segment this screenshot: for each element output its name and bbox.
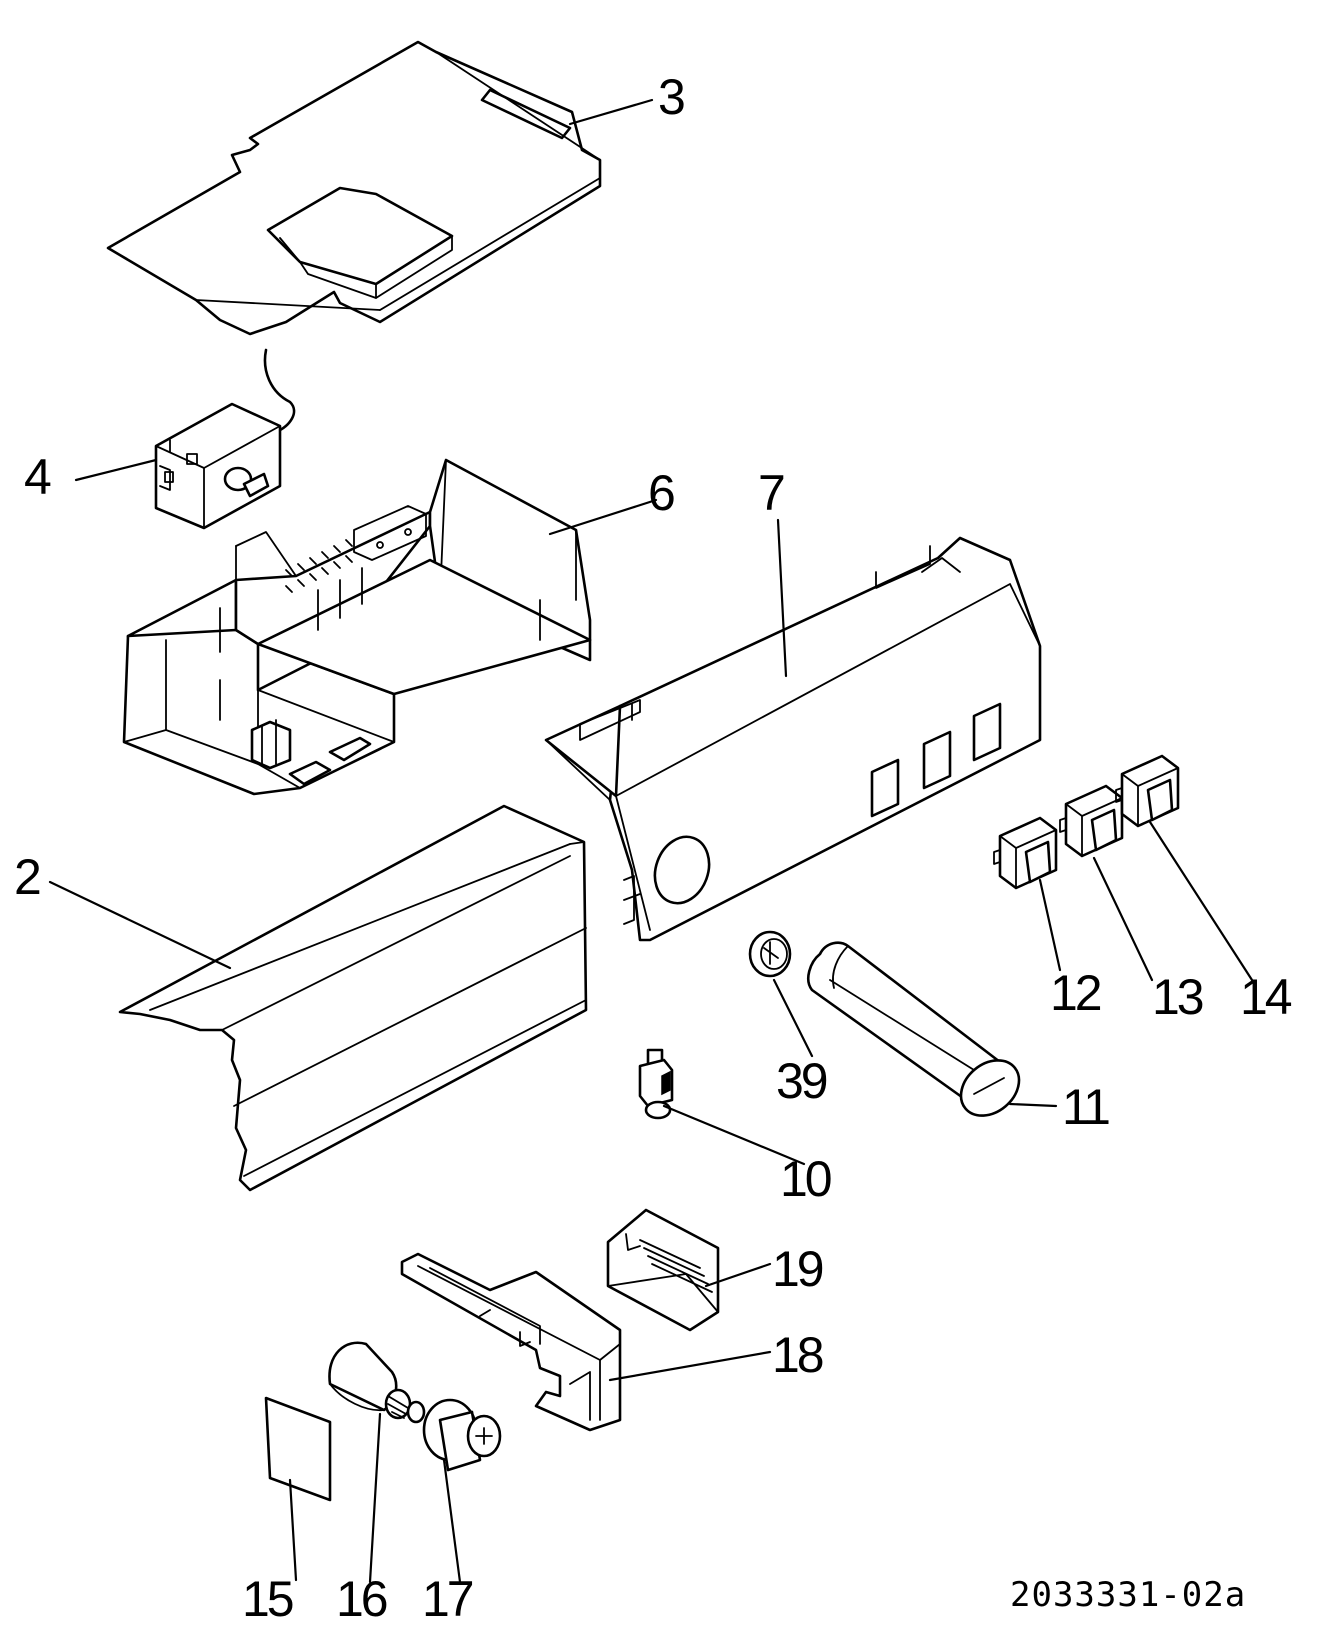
part-7-control-panel	[544, 536, 1042, 942]
part-14-switch	[1115, 754, 1180, 828]
part-13-switch	[1059, 784, 1124, 858]
callout-numbers: 3 4 6 7 2 12 13 14 39 11 10 19 18 15 16 …	[14, 69, 1295, 1627]
drawing-code: 2033331-02a	[1010, 1575, 1246, 1615]
callout-4: 4	[24, 449, 51, 505]
part-39-insert	[748, 930, 792, 978]
callout-6: 6	[648, 465, 674, 521]
leader-lines	[48, 98, 1254, 1584]
part-6-component-tray	[122, 458, 592, 796]
callout-18: 18	[772, 1327, 823, 1383]
callout-2: 2	[14, 849, 40, 905]
callout-7: 7	[758, 465, 784, 521]
callout-16: 16	[336, 1571, 387, 1627]
part-16-lamp-bulb	[328, 1341, 426, 1424]
callout-19: 19	[772, 1241, 823, 1297]
part-15-lamp-cover	[264, 1396, 332, 1502]
callout-10: 10	[780, 1151, 831, 1207]
callout-12: 12	[1050, 965, 1101, 1021]
part-12-switch	[993, 816, 1058, 890]
callout-15: 15	[242, 1571, 293, 1627]
part-17-lamp-socket	[422, 1398, 502, 1472]
callout-14: 14	[1240, 969, 1292, 1025]
callout-13: 13	[1152, 969, 1203, 1025]
callout-3: 3	[658, 69, 684, 125]
part-4-thermostat	[154, 348, 296, 530]
part-11-control-shaft	[807, 941, 1021, 1117]
part-18-lamp-bracket	[400, 1252, 622, 1432]
part-10-door-switch	[638, 1048, 674, 1120]
callout-39: 39	[776, 1053, 827, 1109]
callout-11: 11	[1062, 1079, 1109, 1135]
callout-17: 17	[422, 1571, 473, 1627]
part-2-cabinet-frame	[118, 804, 588, 1192]
part-3-cover-plate	[106, 40, 602, 336]
part-19-lamp-shield	[606, 1208, 720, 1332]
